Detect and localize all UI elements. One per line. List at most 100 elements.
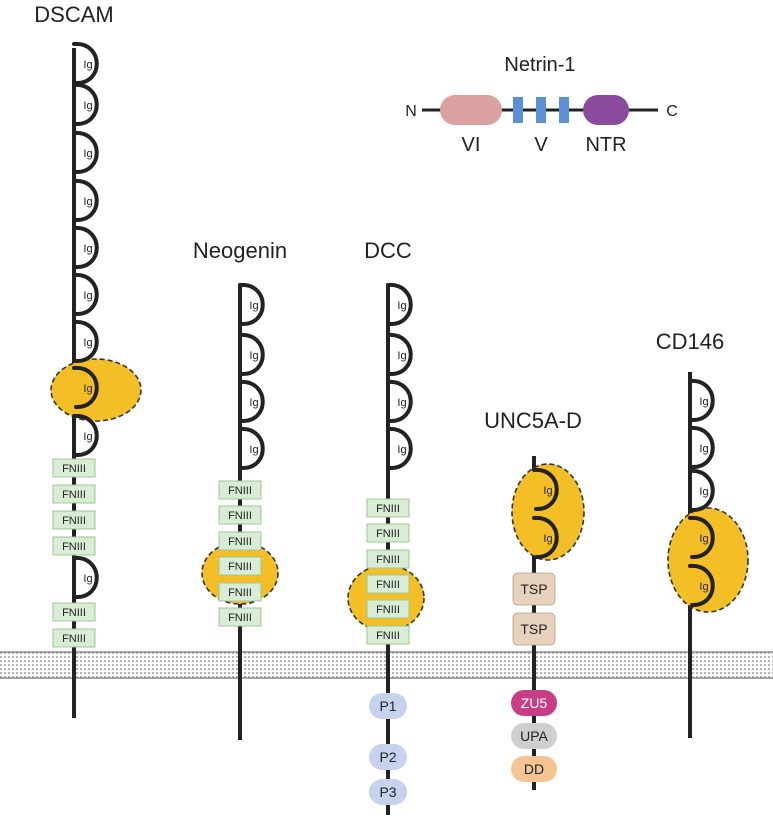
unc5-ig-domain-2: Ig [532,515,559,560]
unc5-tsp-domain-2: TSP [512,612,556,646]
svg-text:FNIII: FNIII [228,485,252,497]
svg-text:Ig: Ig [83,196,92,208]
svg-text:Ig: Ig [397,397,406,409]
dscam-ig-domain-9: Ig [72,413,99,458]
svg-text:Ig: Ig [699,396,708,408]
neogenin-ig-domain-4: Ig [238,426,265,471]
unc5-tsp-domain-1: TSP [512,572,556,606]
netrin-domain-ntr [583,95,629,125]
receptor-label-dscam: DSCAM [34,2,113,27]
dscam-ig-domain-5: Ig [72,225,99,270]
dcc-ig-domain-3: Ig [386,379,413,424]
svg-text:FNIII: FNIII [228,510,252,522]
svg-text:Ig: Ig [699,581,708,593]
neogenin-ig-domain-3: Ig [238,379,265,424]
receptor-label-dcc: DCC [364,238,412,263]
svg-text:FNIII: FNIII [376,528,400,540]
netrin-1-schematic: Netrin-1 N C VI V NTR [405,54,678,156]
dscam-fniii-domain-4: FNIII [52,536,96,556]
receptor-label-cd146: CD146 [656,329,724,354]
neogenin-ig-domain-1: Ig [238,282,265,327]
svg-text:Ig: Ig [699,533,708,545]
neogenin-fniii-domain-5: FNIII [218,582,262,602]
netrin-domain-v-egf-3 [559,97,569,123]
svg-text:FNIII: FNIII [228,536,252,548]
dscam-ig-domain-3: Ig [72,130,99,175]
netrin-domain-v-egf-1 [513,97,523,123]
svg-text:FNIII: FNIII [62,607,86,619]
netrin-c-terminus: C [666,103,678,120]
svg-text:Ig: Ig [83,59,92,71]
netrin-label-v: V [534,134,548,156]
dcc-ig-domain-2: Ig [386,332,413,377]
neogenin-fniii-domain-1: FNIII [218,480,262,500]
neogenin-fniii-domain-4: FNIII [218,556,262,576]
svg-text:Ig: Ig [83,148,92,160]
unc5-netrin-binding-region [511,463,585,561]
svg-text:Ig: Ig [543,485,552,497]
svg-text:Ig: Ig [83,243,92,255]
dcc-ig-domain-4: Ig [386,426,413,471]
netrin-title: Netrin-1 [504,54,575,76]
dcc-fniii-domain-4: FNIII [366,574,410,594]
neogenin-fniii-domain-3: FNIII [218,531,262,551]
dscam-fniii-domain-6: FNIII [52,628,96,648]
dcc-fniii-domain-2: FNIII [366,523,410,543]
dscam-fniii-domain-1: FNIII [52,458,96,478]
svg-text:Ig: Ig [397,444,406,456]
svg-text:FNIII: FNIII [62,463,86,475]
unc5-domain-upa: UPA [511,723,557,749]
neogenin-fniii-domain-6: FNIII [218,607,262,627]
svg-text:FNIII: FNIII [228,587,252,599]
dscam-ig-domain-8: Ig [72,365,99,410]
svg-text:Ig: Ig [83,100,92,112]
svg-text:TSP: TSP [520,621,547,637]
svg-text:FNIII: FNIII [62,541,86,553]
svg-text:P1: P1 [379,698,396,714]
cd146-ig-domain-1: Ig [688,378,715,423]
dscam-fniii-domain-2: FNIII [52,484,96,504]
unc5-domain-zu5: ZU5 [511,690,557,716]
netrin-domain-v-egf-2 [536,97,546,123]
dscam-ig-domain-6: Ig [72,272,99,317]
receptor-label-neogenin: Neogenin [193,238,287,263]
svg-text:Ig: Ig [249,350,258,362]
svg-text:FNIII: FNIII [228,612,252,624]
svg-text:Ig: Ig [83,383,92,395]
netrin-n-terminus: N [405,103,417,120]
svg-text:FNIII: FNIII [376,503,400,515]
dscam-ig-domain-2: Ig [72,82,99,127]
cd146-ig-domain-2: Ig [688,425,715,470]
svg-text:FNIII: FNIII [62,489,86,501]
receptor-group: IgIgIgIgIgIgIgIgIgFNIIIFNIIIFNIIIFNIIIIg… [50,41,749,815]
svg-text:Ig: Ig [83,573,92,585]
svg-text:TSP: TSP [520,581,547,597]
svg-text:FNIII: FNIII [376,630,400,642]
dcc-domain-p3: P3 [369,779,407,805]
cd146-ig-domain-5: Ig [688,563,715,608]
cd146-ig-domain-4: Ig [688,515,715,560]
unc5-domain-dd: DD [511,756,557,782]
svg-text:Ig: Ig [83,431,92,443]
dcc-fniii-domain-1: FNIII [366,498,410,518]
svg-text:Ig: Ig [543,533,552,545]
svg-text:Ig: Ig [699,443,708,455]
netrin-label-vi: VI [462,134,481,156]
dcc-fniii-domain-5: FNIII [366,599,410,619]
dcc-domain-p1: P1 [369,693,407,719]
svg-text:Ig: Ig [83,290,92,302]
svg-text:Ig: Ig [249,444,258,456]
dscam-ig-domain-10: Ig [72,555,99,600]
dcc-ig-domain-1: Ig [386,282,413,327]
svg-text:Ig: Ig [249,397,258,409]
svg-text:P2: P2 [379,749,396,765]
svg-text:FNIII: FNIII [376,579,400,591]
svg-text:UPA: UPA [520,728,548,744]
dscam-fniii-domain-5: FNIII [52,602,96,622]
svg-text:Ig: Ig [699,486,708,498]
svg-text:Ig: Ig [83,337,92,349]
dcc-domain-p2: P2 [369,744,407,770]
svg-text:DD: DD [524,761,544,777]
netrin-domain-vi [440,95,502,125]
